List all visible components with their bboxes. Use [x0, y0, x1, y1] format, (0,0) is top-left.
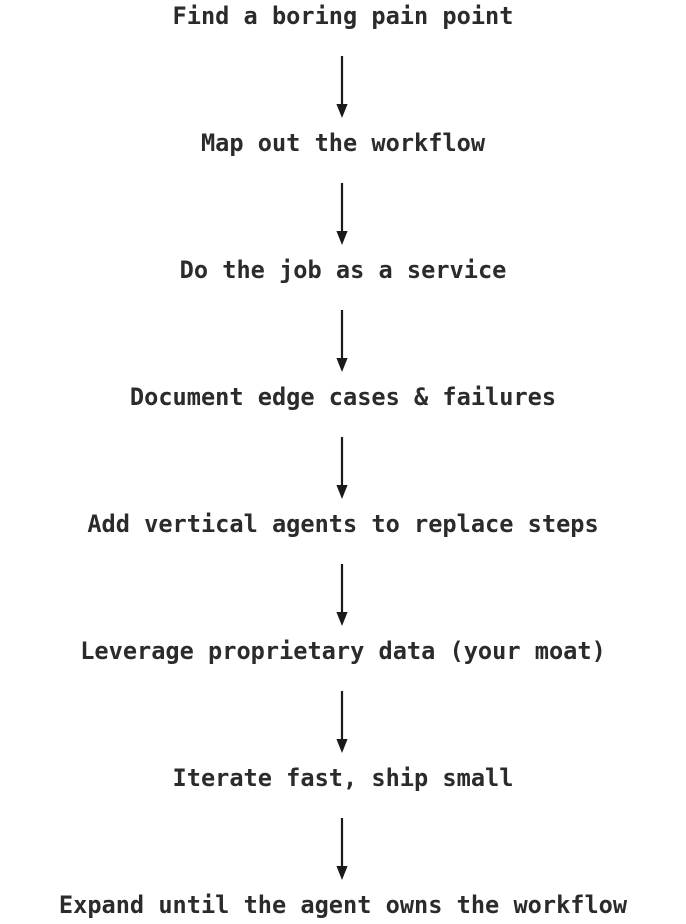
down-arrow-icon: [336, 818, 348, 880]
down-arrow-icon: [336, 437, 348, 499]
flow-step-1: Find a boring pain point: [172, 2, 514, 30]
flow-step-8: Expand until the agent owns the workflow: [58, 891, 628, 919]
down-arrow-icon: [336, 183, 348, 245]
flow-connector-4: [0, 437, 686, 501]
flow-connector-7: [0, 818, 686, 882]
down-arrow-icon: [336, 564, 348, 626]
flow-step-5: Add vertical agents to replace steps: [87, 510, 599, 538]
down-arrow-icon: [336, 310, 348, 372]
flow-step-4: Document edge cases & failures: [129, 383, 557, 411]
down-arrow-icon: [336, 691, 348, 753]
flow-connector-5: [0, 564, 686, 628]
flow-connector-2: [0, 183, 686, 247]
flow-connector-3: [0, 310, 686, 374]
flow-step-3: Do the job as a service: [179, 256, 507, 284]
down-arrow-icon: [336, 56, 348, 118]
flow-step-6: Leverage proprietary data (your moat): [80, 637, 606, 665]
flow-connector-1: [0, 56, 686, 120]
flow-connector-6: [0, 691, 686, 755]
flow-step-7: Iterate fast, ship small: [172, 764, 514, 792]
flow-step-2: Map out the workflow: [200, 129, 486, 157]
